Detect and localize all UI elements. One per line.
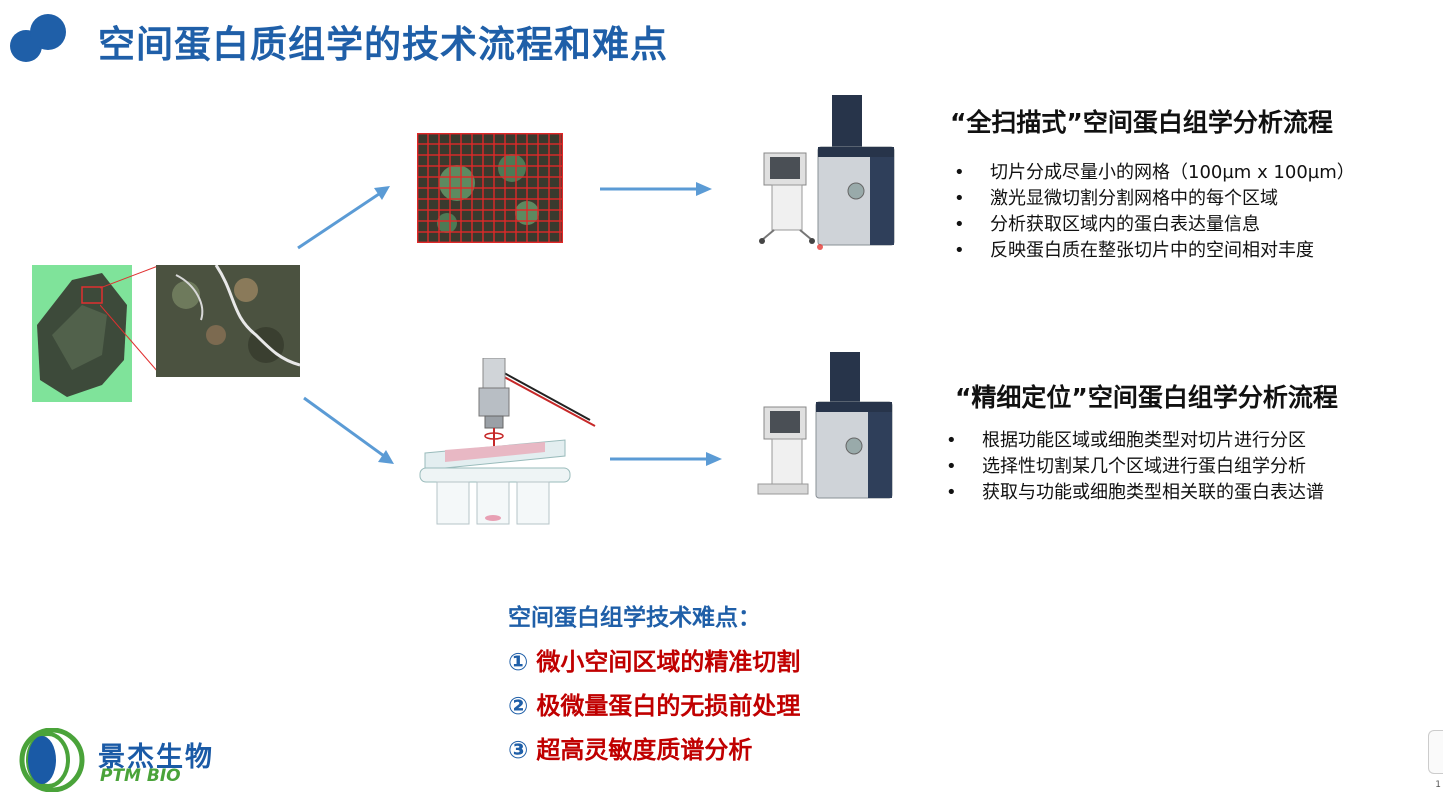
- mass-spectrometer-icon: [759, 95, 895, 250]
- grid-sectioned-tissue-image: [416, 132, 564, 243]
- page-title: 空间蛋白质组学的技术流程和难点: [98, 23, 668, 66]
- list-item: •切片分成尽量小的网格（100µm x 100µm）: [954, 162, 1355, 183]
- arrow-icon: [600, 182, 712, 196]
- company-name-en: PTM BIO: [100, 766, 181, 786]
- company-name-cn: 景杰生物: [98, 742, 214, 773]
- section2-title: “精细定位”空间蛋白组学分析流程: [955, 383, 1338, 412]
- zoom-lines: [100, 265, 159, 373]
- microscope-icon: [419, 358, 596, 525]
- page-number: 1: [1435, 780, 1441, 790]
- side-tab[interactable]: [1428, 730, 1443, 774]
- list-item: •获取与功能或细胞类型相关联的蛋白表达谱: [946, 482, 1324, 503]
- list-item: •分析获取区域内的蛋白表达量信息: [954, 214, 1260, 235]
- company-logo-icon: [19, 728, 85, 792]
- section2-bullet-list: •根据功能区域或细胞类型对切片进行分区 •选择性切割某几个区域进行蛋白组学分析 …: [946, 428, 1324, 506]
- section1-bullet-list: •切片分成尽量小的网格（100µm x 100µm） •激光显微切割分割网格中的…: [954, 160, 1355, 264]
- logo-circles-icon: [10, 14, 66, 62]
- list-item: •根据功能区域或细胞类型对切片进行分区: [946, 430, 1306, 451]
- list-item: •激光显微切割分割网格中的每个区域: [954, 188, 1278, 209]
- arrow-icon: [303, 396, 394, 464]
- mass-spectrometer-icon: [757, 352, 893, 499]
- arrow-icon: [297, 186, 390, 250]
- tissue-overview-image: [32, 265, 132, 402]
- arrow-icon: [610, 452, 722, 466]
- section1-title: “全扫描式”空间蛋白组学分析流程: [950, 108, 1333, 137]
- tissue-zoom-image: [156, 265, 300, 377]
- list-item: •反映蛋白质在整张切片中的空间相对丰度: [954, 240, 1314, 261]
- difficulties-title: 空间蛋白组学技术难点：: [508, 605, 761, 631]
- list-item: •选择性切割某几个区域进行蛋白组学分析: [946, 456, 1306, 477]
